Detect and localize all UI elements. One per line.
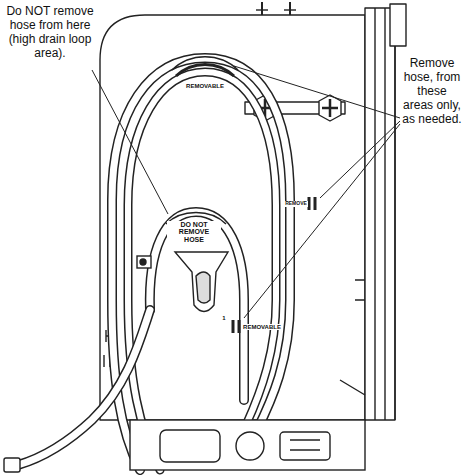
removable-mark	[172, 57, 238, 70]
frame-detail	[340, 280, 365, 395]
bolt	[256, 9, 268, 10]
front-frame	[365, 8, 395, 420]
area-label: REMOVE	[284, 201, 308, 206]
removable-mark	[176, 64, 234, 76]
leader-line	[234, 66, 400, 118]
fill-hose	[128, 72, 276, 470]
drain-hose	[112, 58, 290, 470]
valve	[280, 432, 330, 460]
loop-hose	[150, 212, 244, 400]
removable-mark	[309, 197, 315, 210]
leader-line	[92, 70, 168, 214]
hose-connector	[4, 458, 20, 472]
drain-hose	[112, 58, 290, 470]
frame-line	[374, 8, 375, 420]
callout-note: Remove hose, from these areas only, as n…	[402, 56, 462, 126]
clamp-screw	[140, 259, 146, 265]
door-top	[390, 4, 406, 46]
leader-line	[320, 121, 400, 198]
area-label: DO NOT REMOVE HOSE	[167, 221, 221, 243]
loop-hose	[150, 212, 244, 400]
base	[130, 420, 365, 470]
fill-hose	[128, 72, 276, 470]
area-label: REMOVABLE	[242, 324, 282, 330]
bolt	[289, 2, 291, 15]
removable-mark	[233, 320, 239, 333]
bracket-slot	[196, 272, 210, 303]
frame-line	[384, 8, 385, 420]
wiring	[290, 440, 320, 450]
bolt	[261, 2, 263, 15]
hose-clamp	[137, 256, 151, 268]
bolt	[284, 9, 296, 10]
callout-note: Do NOT remove hose from here (high drain…	[2, 4, 98, 60]
frame-line	[394, 46, 395, 420]
callout-number: 1	[221, 315, 226, 321]
area-label: REMOVABLE	[185, 83, 225, 89]
motor	[236, 432, 264, 460]
hose-bracket	[175, 252, 228, 312]
pump	[160, 430, 220, 462]
leader-line	[244, 124, 400, 318]
wheel	[322, 99, 338, 117]
